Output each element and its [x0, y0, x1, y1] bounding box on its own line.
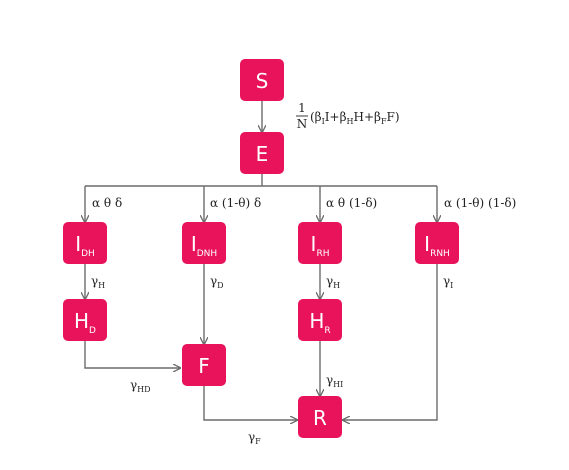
branch-label-rnh: α (1-θ) (1-δ) — [444, 196, 516, 210]
edges — [85, 101, 437, 420]
node-r: R — [298, 396, 342, 438]
node-s-label: S — [256, 69, 269, 93]
node-irh: IRH — [298, 222, 342, 264]
edge-f-to-r — [203, 386, 297, 420]
edge-irnh-to-r — [343, 264, 438, 420]
node-hd: HD — [63, 299, 107, 341]
force-of-infection-label: 1 N (βII+βHH+βFF) — [296, 101, 400, 131]
node-idnh: IDNH — [182, 222, 226, 264]
node-f: F — [182, 344, 226, 386]
node-idnh-label: IDNH — [191, 232, 217, 259]
rate-label-gamma-h-left: γH — [91, 274, 105, 290]
node-r-label: R — [313, 406, 327, 430]
node-idh-label: IDH — [75, 232, 95, 259]
rate-label-gamma-f: γF — [248, 430, 261, 446]
rate-label-gamma-i: γI — [443, 274, 453, 290]
node-hr-label: HR — [309, 309, 330, 336]
node-e: E — [240, 132, 284, 174]
force-numerator: 1 — [298, 101, 306, 115]
node-hr: HR — [298, 299, 342, 341]
force-denominator: N — [297, 117, 308, 131]
branch-label-dh: α θ δ — [92, 196, 122, 210]
node-s: S — [240, 59, 284, 101]
branch-label-dnh: α (1-θ) δ — [210, 196, 261, 210]
branch-label-rh: α θ (1-δ) — [326, 196, 377, 210]
node-irnh-label: IRNH — [424, 232, 450, 259]
node-idh: IDH — [63, 222, 107, 264]
node-irh-label: IRH — [311, 232, 330, 259]
node-hd-label: HD — [74, 309, 96, 336]
rate-label-gamma-d: γD — [210, 274, 224, 290]
rate-label-gamma-hi: γHI — [326, 373, 343, 389]
node-irnh: IRNH — [415, 222, 459, 264]
force-rate-expression: (βII+βHH+βFF) — [310, 110, 400, 126]
node-e-label: E — [256, 142, 269, 166]
node-f-label: F — [198, 354, 210, 378]
edge-hd-to-f — [84, 341, 180, 368]
rate-label-gamma-h-right: γH — [326, 274, 340, 290]
rate-label-gamma-hd: γHD — [130, 378, 151, 394]
